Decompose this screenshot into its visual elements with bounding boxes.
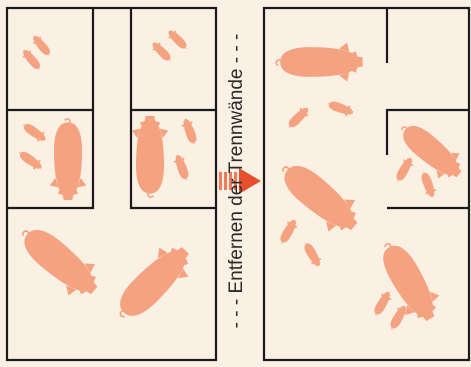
pig xyxy=(20,47,44,72)
pig xyxy=(371,289,394,317)
pig xyxy=(172,153,192,182)
pig xyxy=(418,170,438,199)
pig xyxy=(50,119,85,200)
pig xyxy=(371,234,446,327)
pig xyxy=(387,303,410,331)
pig xyxy=(301,240,324,268)
scene-before xyxy=(7,8,216,360)
pigs-before xyxy=(11,27,199,329)
pig xyxy=(16,148,44,172)
pig xyxy=(326,98,355,118)
caption-label: - - - Entfernen der Trennwände - - - xyxy=(226,34,248,329)
pig xyxy=(393,155,416,183)
pig xyxy=(180,117,200,146)
pig xyxy=(30,33,54,58)
barn-outline-left xyxy=(7,8,216,360)
partition-wall xyxy=(131,8,216,110)
pig xyxy=(165,27,190,52)
pig xyxy=(285,104,312,131)
pig xyxy=(277,217,300,245)
pig xyxy=(276,43,362,80)
pig xyxy=(20,120,48,144)
pig xyxy=(11,216,106,305)
pig xyxy=(107,237,199,329)
pig xyxy=(132,116,167,197)
pig xyxy=(149,39,174,64)
pigs-after xyxy=(271,43,468,332)
partition-wall xyxy=(7,8,93,110)
